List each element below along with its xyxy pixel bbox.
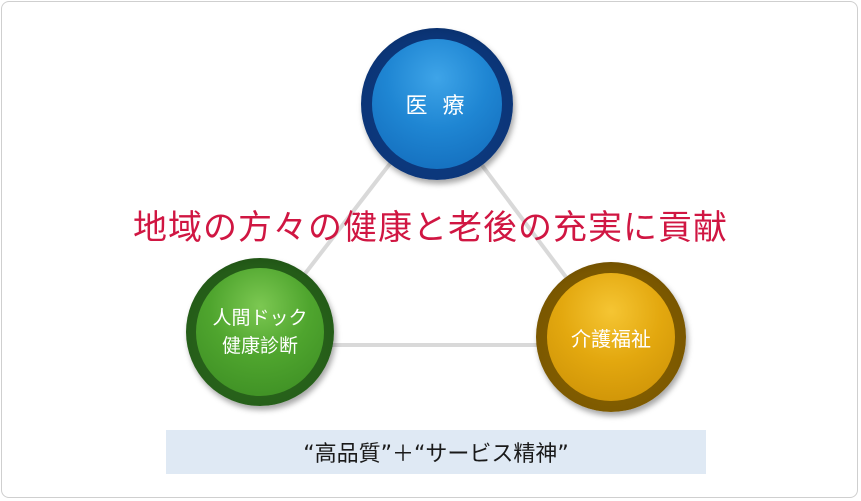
node-health-checkup-line1: 人間ドック bbox=[212, 307, 308, 329]
node-medical-label: 医 療 bbox=[405, 94, 469, 119]
tagline-text: “高品質”＋“サービス精神” bbox=[303, 442, 569, 467]
node-nursing-welfare: 介護福祉 bbox=[536, 262, 686, 412]
headline: 地域の方々の健康と老後の充実に貢献 bbox=[133, 208, 728, 248]
node-medical: 医 療 bbox=[361, 28, 513, 180]
tagline-banner: “高品質”＋“サービス精神” bbox=[166, 430, 706, 474]
node-health-checkup: 人間ドック 健康診断 bbox=[186, 258, 334, 406]
node-nursing-welfare-label: 介護福祉 bbox=[571, 326, 651, 351]
node-health-checkup-line2: 健康診断 bbox=[221, 335, 298, 357]
